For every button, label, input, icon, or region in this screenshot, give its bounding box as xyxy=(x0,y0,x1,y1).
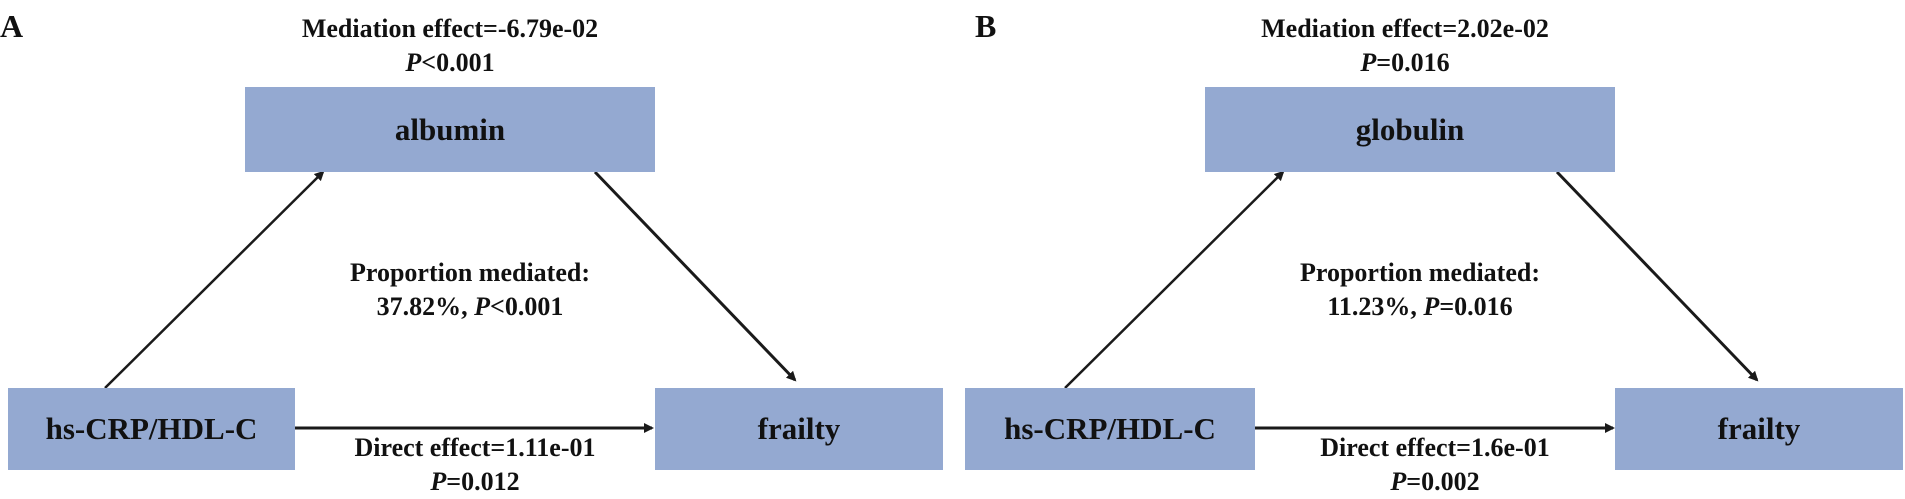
exposure-box: hs-CRP/HDL-C xyxy=(8,388,295,470)
proportion-p-operator: = xyxy=(1439,292,1455,321)
direct-effect-line: Direct effect=1.6e-01 xyxy=(1260,431,1610,465)
mediator-label: globulin xyxy=(1355,111,1465,147)
mediation-p-value: 0.016 xyxy=(1391,48,1450,77)
direct-p-line: P=0.012 xyxy=(300,465,650,499)
direct-p-operator: = xyxy=(446,467,462,496)
outcome-label: frailty xyxy=(757,411,841,446)
mediation-effect-line: Mediation effect=2.02e-02 xyxy=(1145,12,1665,46)
outcome-box: frailty xyxy=(1615,388,1903,470)
proportion-value: 11.23% xyxy=(1327,292,1411,321)
mediation-effect-text: Mediation effect=2.02e-02 P=0.016 xyxy=(1145,12,1665,80)
mediation-effect-value: -6.79e-02 xyxy=(497,14,599,43)
proportion-line: 11.23%, P=0.016 xyxy=(1220,290,1620,324)
path-b-arrow xyxy=(1555,170,1759,382)
mediation-effect-line: Mediation effect=-6.79e-02 xyxy=(190,12,710,46)
mediation-prefix: Mediation effect= xyxy=(301,14,498,43)
proportion-p-value: 0.016 xyxy=(1454,292,1513,321)
proportion-title: Proportion mediated: xyxy=(350,258,590,287)
direct-p-value: 0.002 xyxy=(1421,467,1480,496)
p-letter: P xyxy=(1423,292,1440,321)
p-letter: P xyxy=(474,292,491,321)
panel-label: A xyxy=(0,8,24,44)
p-letter: P xyxy=(1360,48,1377,77)
path-a-arrow xyxy=(1064,170,1285,389)
comma: , xyxy=(1410,292,1424,321)
panel-a: A Mediation effect=-6.79e-02 P<0.001 alb… xyxy=(0,0,952,496)
exposure-label: hs-CRP/HDL-C xyxy=(1004,411,1216,446)
mediation-effect-value: 2.02e-02 xyxy=(1457,14,1549,43)
panel-a-arrows xyxy=(104,170,797,433)
mediation-effect-text: Mediation effect=-6.79e-02 P<0.001 xyxy=(190,12,710,80)
p-letter: P xyxy=(405,48,422,77)
proportion-title: Proportion mediated: xyxy=(1300,258,1540,287)
mediator-label: albumin xyxy=(394,111,506,147)
proportion-p-value: 0.001 xyxy=(504,292,564,321)
panel-label: B xyxy=(975,8,997,44)
direct-effect-line: Direct effect=1.11e-01 xyxy=(300,431,650,465)
direct-p-line: P=0.002 xyxy=(1260,465,1610,499)
mediator-box: globulin xyxy=(1205,87,1615,172)
exposure-box: hs-CRP/HDL-C xyxy=(965,388,1255,470)
exposure-label: hs-CRP/HDL-C xyxy=(45,411,258,446)
direct-p-operator: = xyxy=(1406,467,1422,496)
direct-p-value: 0.012 xyxy=(461,467,520,496)
direct-prefix: Direct effect= xyxy=(1320,433,1471,462)
proportion-mediated-text: Proportion mediated: 37.82%, P<0.001 xyxy=(270,256,670,324)
direct-effect-value: 1.6e-01 xyxy=(1471,433,1550,462)
direct-effect-text: Direct effect=1.11e-01 P=0.012 xyxy=(300,431,650,499)
mediation-prefix: Mediation effect= xyxy=(1261,14,1458,43)
p-letter: P xyxy=(430,467,447,496)
proportion-mediated-text: Proportion mediated: 11.23%, P=0.016 xyxy=(1220,256,1620,324)
comma: , xyxy=(461,292,475,321)
mediator-box: albumin xyxy=(245,87,655,172)
mediation-p-operator: = xyxy=(1376,48,1392,77)
path-a-arrow xyxy=(104,170,325,389)
proportion-line: 37.82%, P<0.001 xyxy=(270,290,670,324)
direct-prefix: Direct effect= xyxy=(354,433,506,462)
mediation-p-line: P<0.001 xyxy=(190,46,710,80)
outcome-box: frailty xyxy=(655,388,943,470)
mediation-p-value: 0.001 xyxy=(436,48,495,77)
p-letter: P xyxy=(1390,467,1407,496)
mediation-p-line: P=0.016 xyxy=(1145,46,1665,80)
panel-b-arrows xyxy=(1064,170,1759,433)
outcome-label: frailty xyxy=(1717,411,1801,446)
direct-effect-text: Direct effect=1.6e-01 P=0.002 xyxy=(1260,431,1610,499)
mediation-p-operator: < xyxy=(421,48,437,77)
path-b-arrow xyxy=(593,170,797,382)
panel-b: B Mediation effect=2.02e-02 P=0.016 glob… xyxy=(965,0,1905,496)
proportion-p-operator: < xyxy=(490,292,505,321)
proportion-value: 37.82% xyxy=(376,292,462,321)
direct-effect-value: 1.11e-01 xyxy=(505,433,596,462)
